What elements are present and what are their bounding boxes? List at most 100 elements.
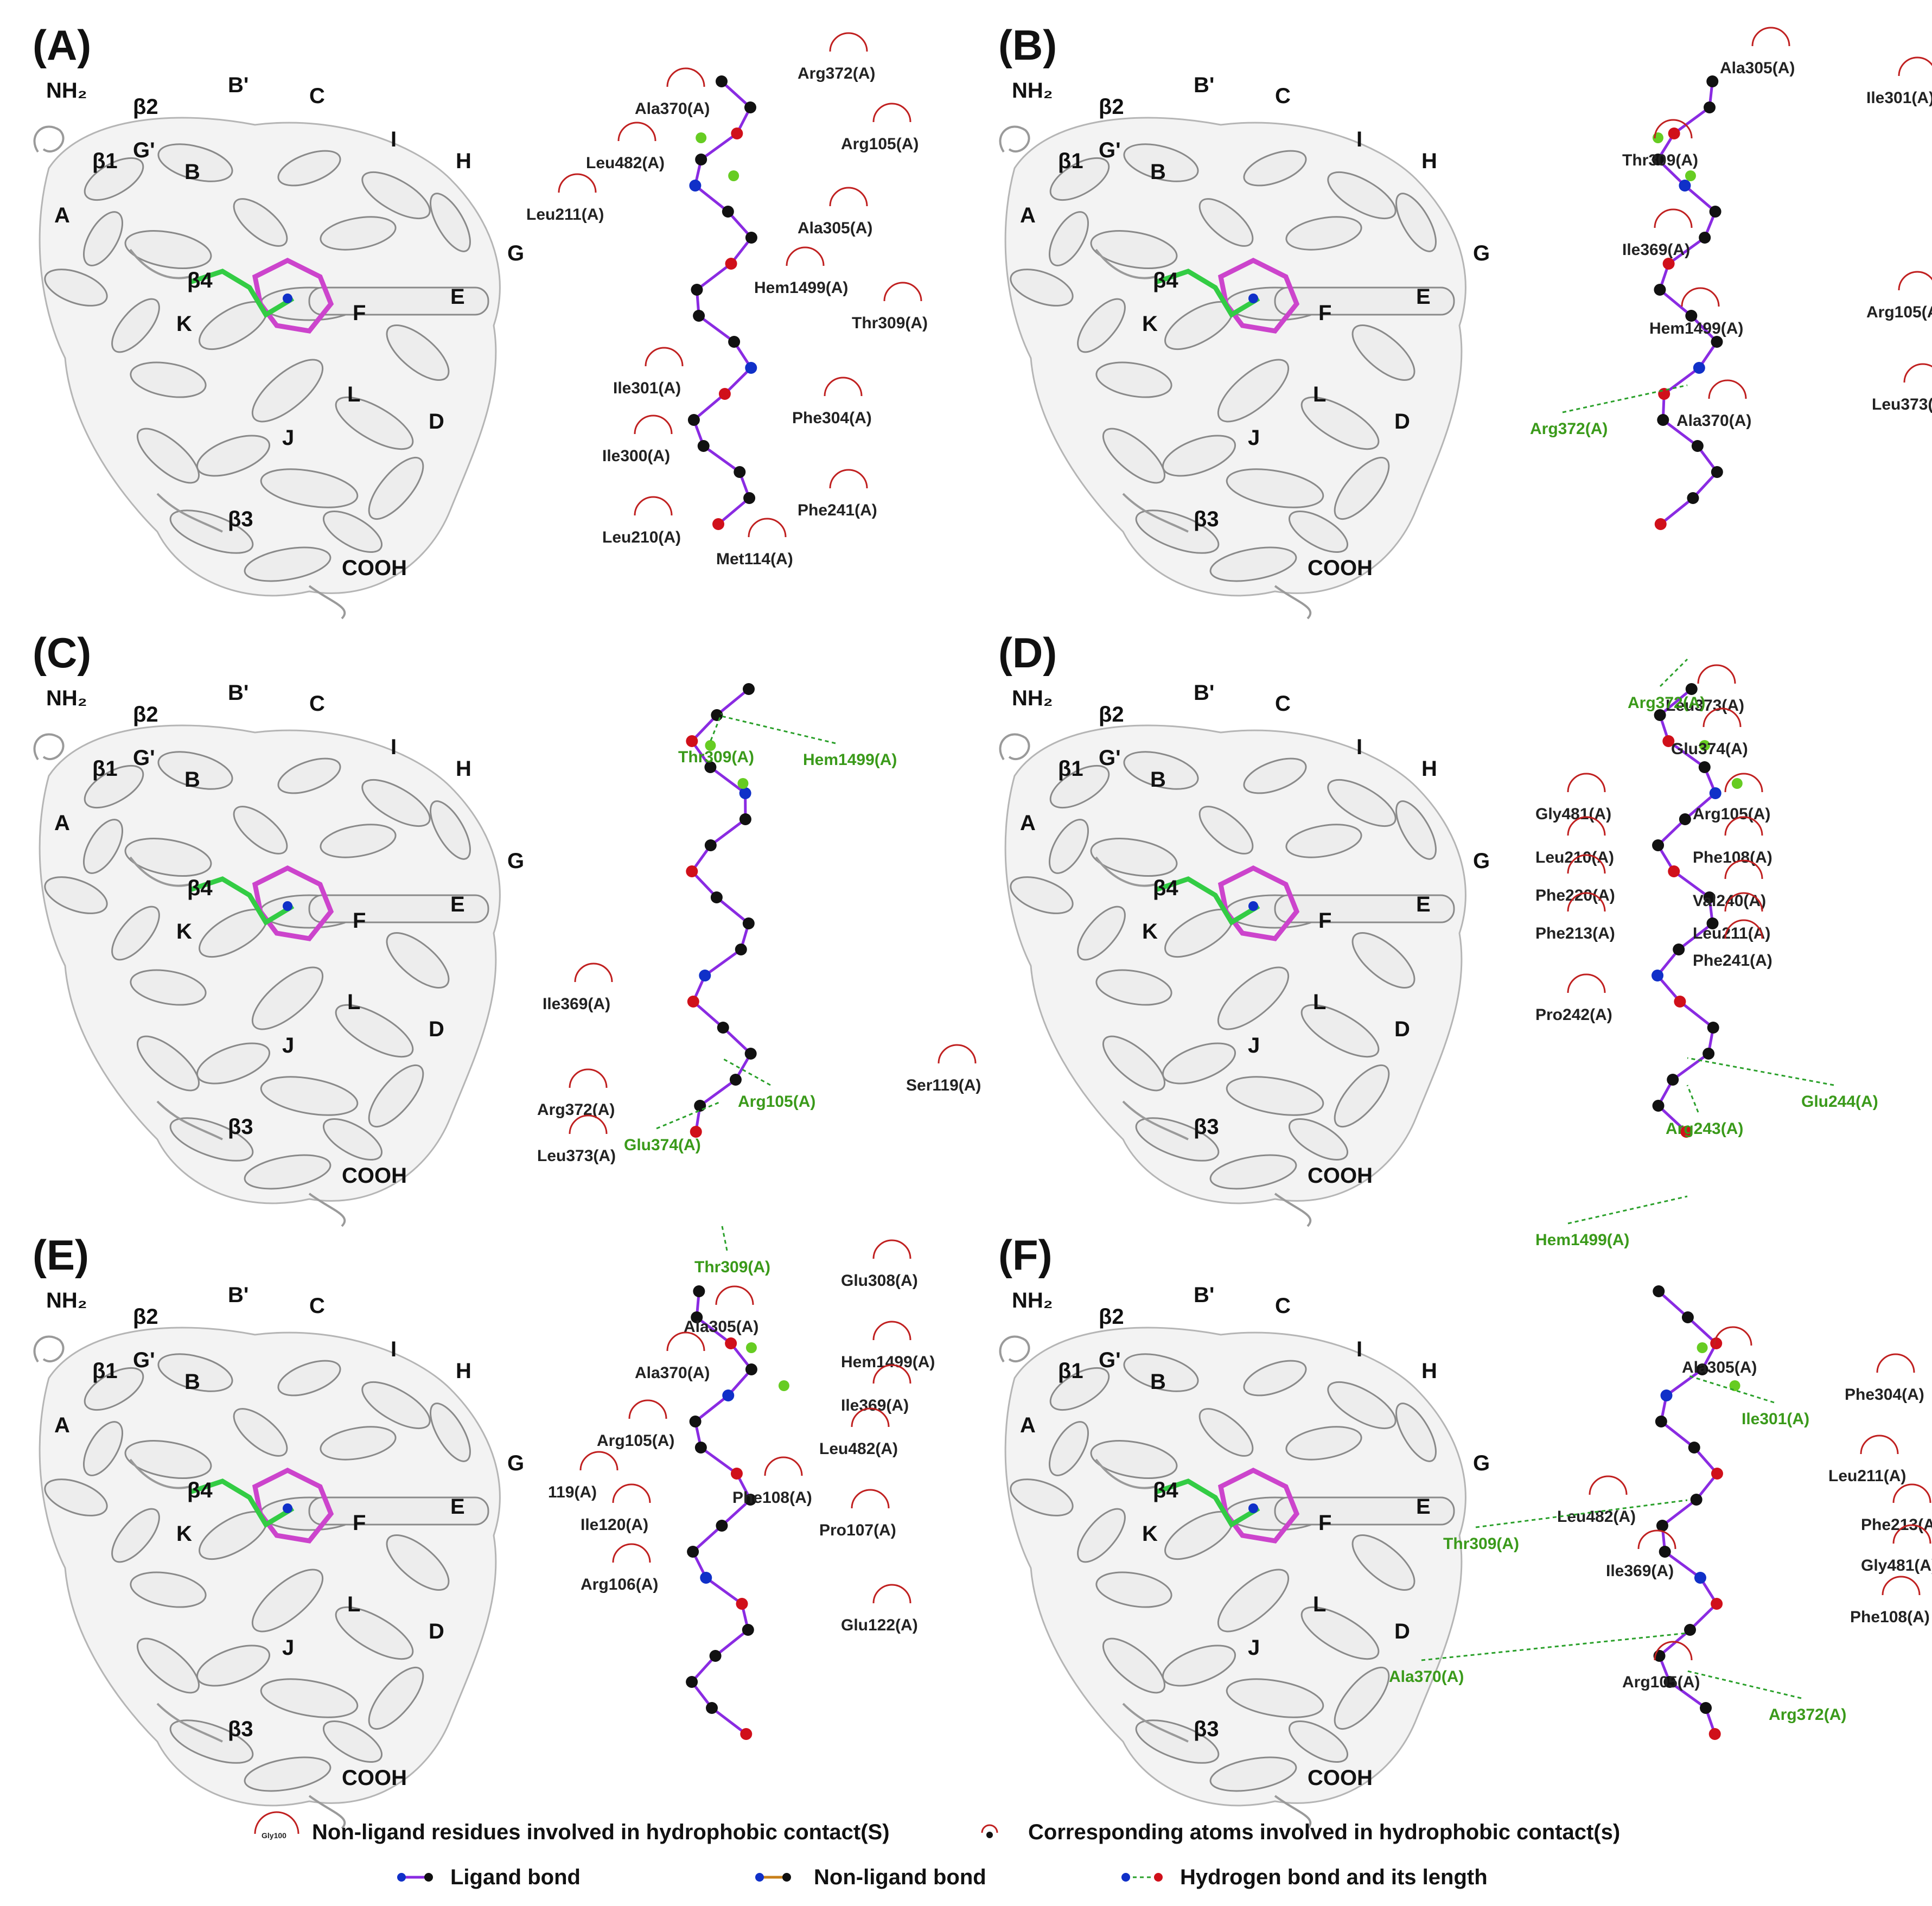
legend-ligand-bond: Ligand bond (450, 1865, 581, 1889)
helix-segment (1288, 1720, 1349, 1763)
ligand-atom (1679, 180, 1691, 192)
ligand-bond-chain (692, 80, 754, 525)
helix-segment (157, 751, 233, 790)
ligand-stick (189, 1478, 295, 1528)
ligand-atom (694, 1442, 707, 1454)
ligand-atom (691, 1311, 703, 1323)
ligand-atom (706, 1702, 718, 1714)
legend-hbond: Hydrogen bond and its length (1180, 1865, 1488, 1889)
helix-g (1274, 286, 1455, 316)
hydrophobic-residue-label: Glu374(A) (1671, 740, 1748, 758)
hydrophobic-arc (872, 1239, 911, 1259)
n-terminus-coil (999, 1335, 1030, 1363)
helix-label: COOH (1308, 1164, 1373, 1188)
helix-label: L (347, 1592, 360, 1616)
helix-segment (1334, 456, 1390, 520)
loop-coil (129, 1458, 223, 1743)
ligand-atom (710, 891, 723, 903)
bound-ligand (189, 865, 334, 941)
helix-label: β1 (1058, 757, 1083, 781)
ligand-atom (689, 1416, 702, 1427)
iron-atom (1248, 1503, 1258, 1513)
hydrophobic-residue-label: Ile301(A) (613, 379, 681, 397)
helix-label: β4 (187, 1478, 213, 1502)
ligand-atom (722, 206, 734, 218)
helix-segment (1090, 838, 1178, 877)
ligand-bond-chain (690, 1291, 754, 1735)
helix-g (308, 1496, 489, 1526)
helix-segment (1209, 546, 1297, 582)
hbond-residue-label: Arg372(A) (1530, 420, 1608, 438)
hydrophobic-arc (748, 518, 787, 538)
hbond-residue-label: Arg372(A) (1628, 694, 1705, 712)
c-terminus-coil (1274, 585, 1312, 620)
hydrophobic-arc (829, 469, 868, 489)
helix-label: E (1416, 1495, 1431, 1519)
helix-segment (1334, 1064, 1390, 1128)
hydrophobic-arc (1708, 379, 1747, 399)
ligand-atom (743, 683, 755, 695)
helix-label: G' (1099, 746, 1121, 770)
ligand-atom (687, 1546, 699, 1558)
hydrogen-atom (778, 1380, 789, 1391)
ligand-atom (1704, 101, 1716, 113)
helix-segment (1010, 876, 1074, 914)
bound-ligand (189, 257, 334, 334)
ligand-stick (1155, 269, 1260, 318)
helix-segment (1010, 1478, 1074, 1516)
helix-label: L (1313, 383, 1326, 406)
hydrophobic-arc (872, 1584, 911, 1604)
ligand-atom (1700, 1702, 1712, 1714)
helix-label: β1 (1058, 149, 1083, 173)
helix-label: C (1275, 1294, 1291, 1318)
hydrophobic-arc (612, 1543, 651, 1563)
helix-segment (320, 1426, 397, 1461)
protein-cartoon (999, 117, 1466, 620)
helix-segment (386, 1534, 450, 1591)
ligand-atom (711, 709, 723, 721)
hydrophobic-residue-label: Leu211(A) (526, 206, 604, 224)
helix-segment (1334, 1666, 1390, 1730)
helix-label: D (1394, 1017, 1410, 1041)
ligand-atom (693, 310, 705, 322)
helix-segment (335, 396, 414, 450)
helix-segment (430, 193, 471, 252)
ligand-atom (690, 1126, 702, 1138)
ligand-atom (742, 1624, 754, 1636)
helix-segment (1209, 1154, 1297, 1190)
ligand-atom (725, 1337, 737, 1349)
ligand-atom (1703, 891, 1716, 903)
helix-segment (1049, 157, 1110, 201)
ligand-stick (1155, 1478, 1260, 1528)
ligand-atom (1687, 492, 1699, 504)
helix-segment (1135, 1117, 1220, 1162)
helix-segment (1102, 1637, 1166, 1694)
legend-hydrophobic-atom: Corresponding atoms involved in hydropho… (1028, 1820, 1620, 1844)
c-terminus-coil (308, 1795, 346, 1829)
ligand-atom (1679, 813, 1691, 825)
hydrogen-atom (1699, 740, 1710, 751)
protein-cartoon (33, 724, 501, 1227)
helix-label: H (1421, 149, 1437, 173)
hydrophobic-residue-label: Hem1499(A) (754, 279, 848, 297)
hydrophobic-residue-label: Phe108(A) (732, 1489, 812, 1507)
hydrophobic-residue-label: Phe213(A) (1861, 1516, 1932, 1534)
hydrophobic-arc (634, 496, 673, 516)
helix-segment (1288, 510, 1349, 553)
helix-label: G' (133, 746, 155, 770)
helix-label: H (456, 149, 471, 173)
helix-segment (1217, 359, 1290, 423)
ligand-atom (722, 1389, 735, 1401)
ligand-atom (1693, 362, 1705, 374)
helix-label: A (54, 1413, 70, 1437)
helix-label: β1 (92, 757, 118, 781)
helix-segment (169, 509, 254, 554)
hydrophobic-arc (628, 1399, 667, 1419)
helix-segment (84, 1367, 144, 1411)
ligplot-molecule (1652, 683, 1743, 1138)
legend-sample-residue: Gly100 (262, 1831, 286, 1840)
helix-label: K (1142, 1522, 1158, 1546)
helix-segment (1243, 1360, 1307, 1397)
helix-segment (386, 932, 450, 989)
